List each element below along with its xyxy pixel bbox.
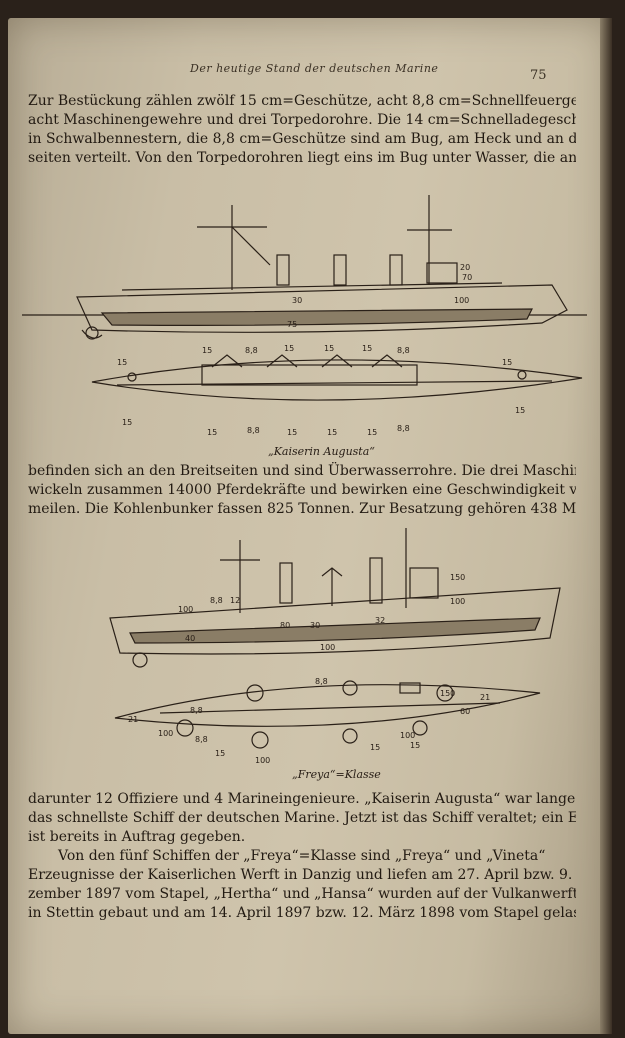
paragraph-3: darunter 12 Offiziere und 4 Marineingeni… <box>28 790 576 923</box>
text-line: Von den fünf Schiffen der „Freya“=Klasse… <box>58 848 546 864</box>
label: 12 <box>230 596 240 605</box>
label: 15 <box>287 428 297 437</box>
page-number: 75 <box>530 68 547 83</box>
label: 30 <box>292 296 302 305</box>
text-line: befinden sich an den Breitseiten und sin… <box>28 463 576 479</box>
side-elevation <box>22 195 587 340</box>
label: 100 <box>158 729 173 738</box>
label: 32 <box>375 616 385 625</box>
text-line: zember 1897 vom Stapel, „Hertha“ und „Ha… <box>28 886 576 902</box>
plan-labels: 21 100 8,8 8,8 15 100 8,8 15 15 150 21 6… <box>128 677 490 765</box>
label: 8,8 <box>397 346 410 355</box>
label: 40 <box>185 634 195 643</box>
label: 150 <box>440 689 455 698</box>
label: 15 <box>410 741 420 750</box>
label: 8,8 <box>190 706 203 715</box>
text-line: darunter 12 Offiziere und 4 Marineingeni… <box>28 791 576 807</box>
plan-view <box>91 354 583 401</box>
label: 20 <box>460 263 470 272</box>
label: 15 <box>327 428 337 437</box>
paragraph-2: befinden sich an den Breitseiten und sin… <box>28 462 576 519</box>
ship-diagram-freya-class: 8,8 12 100 30 80 32 150 100 40 100 21 10… <box>109 528 561 765</box>
label: 30 <box>310 621 320 630</box>
label: 100 <box>320 643 335 652</box>
label: 15 <box>367 428 377 437</box>
label: 15 <box>502 358 512 367</box>
plan-view <box>114 680 541 749</box>
book-page <box>8 18 612 1034</box>
text-line: meilen. Die Kohlenbunker fassen 825 Tonn… <box>28 501 576 517</box>
text-line: in Schwalbennestern, die 8,8 cm=Geschütz… <box>28 131 576 147</box>
text-line: Zur Bestückung zählen zwölf 15 cm=Geschü… <box>28 93 576 109</box>
side-elevation <box>109 528 561 668</box>
paragraph-1: Zur Bestückung zählen zwölf 15 cm=Geschü… <box>28 92 576 168</box>
label: 75 <box>287 320 297 329</box>
label: 80 <box>280 621 290 630</box>
label: 15 <box>370 743 380 752</box>
label: 15 <box>362 344 372 353</box>
label: 70 <box>462 273 472 282</box>
label: 15 <box>117 358 127 367</box>
text-line: ist bereits in Auftrag gegeben. <box>28 829 246 845</box>
text-line: Erzeugnisse der Kaiserlichen Werft in Da… <box>28 867 576 883</box>
label: 21 <box>480 693 490 702</box>
side-labels: 20 70 100 30 75 <box>287 263 472 329</box>
side-labels: 8,8 12 100 30 80 32 150 100 40 100 <box>178 573 465 652</box>
label: 15 <box>202 346 212 355</box>
label: 15 <box>207 428 217 437</box>
page-edge-shadow <box>600 18 612 1034</box>
label: 100 <box>450 597 465 606</box>
label: 100 <box>454 296 469 305</box>
label: 150 <box>450 573 465 582</box>
label: 100 <box>255 756 270 765</box>
label: 15 <box>515 406 525 415</box>
label: 15 <box>284 344 294 353</box>
label: 100 <box>178 605 193 614</box>
label: 15 <box>215 749 225 758</box>
label: 8,8 <box>245 346 258 355</box>
label: 21 <box>128 715 138 724</box>
label: 100 <box>400 731 415 740</box>
running-header: Der heutige Stand der deutschen Marine <box>190 62 439 75</box>
text-line: das schnellste Schiff der deutschen Mari… <box>28 810 576 826</box>
text-line: seiten verteilt. Von den Torpedorohren l… <box>28 150 576 166</box>
label: 15 <box>122 418 132 427</box>
figure-caption-2: „Freya“=Klasse <box>292 768 381 781</box>
label: 60 <box>460 707 470 716</box>
label: 15 <box>324 344 334 353</box>
label: 8,8 <box>397 424 410 433</box>
text-line: in Stettin gebaut und am 14. April 1897 … <box>28 905 576 921</box>
figure-caption-1: „Kaiserin Augusta“ <box>268 445 375 458</box>
text-line: acht Maschinengewehre und drei Torpedoro… <box>28 112 576 128</box>
label: 8,8 <box>195 735 208 744</box>
label: 8,8 <box>210 596 223 605</box>
text-line: wickeln zusammen 14000 Pferdekräfte und … <box>28 482 576 498</box>
label: 8,8 <box>315 677 328 686</box>
ship-diagram-kaiserin-augusta: 20 70 100 30 75 15 15 8,8 15 15 15 8,8 1… <box>22 195 587 437</box>
plan-labels: 15 15 8,8 15 15 15 8,8 15 15 15 8,8 15 1… <box>117 344 525 437</box>
label: 8,8 <box>247 426 260 435</box>
